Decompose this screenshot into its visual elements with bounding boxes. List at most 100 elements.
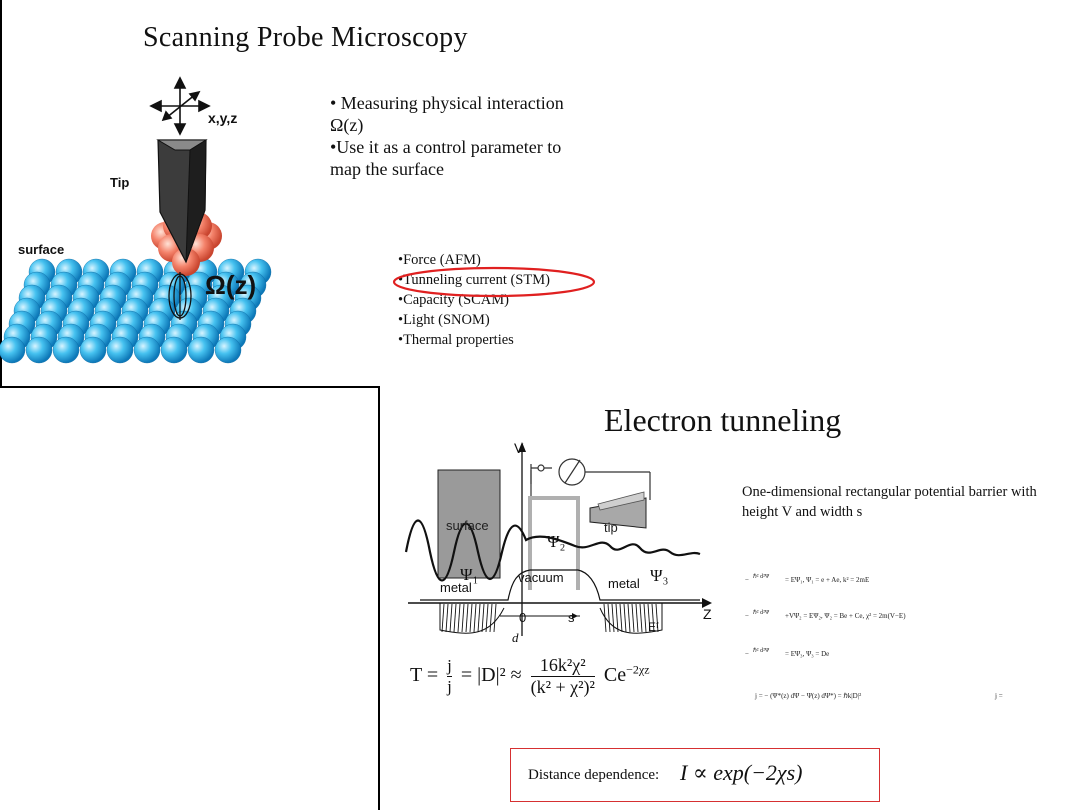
hatch-line xyxy=(631,603,635,633)
svg-text:= EΨ₁, Ψ₁ = e + Ae, k² = 2mE: = EΨ₁, Ψ₁ = e + Ae, k² = 2mE xyxy=(785,576,869,584)
hatch-line xyxy=(603,603,607,633)
eq-ratio-num: j xyxy=(447,656,452,677)
hatch-line xyxy=(623,603,627,633)
surface-atom xyxy=(160,336,188,364)
omega-label: Ω(z) xyxy=(205,270,257,300)
surface-atom xyxy=(79,336,107,364)
hatch-line xyxy=(449,603,453,633)
interaction-loops-icon xyxy=(168,272,192,320)
slide-spm: Scanning Probe Microscopy xyxy=(0,0,1080,388)
svg-text:ℏ² d²Ψ: ℏ² d²Ψ xyxy=(753,609,770,616)
psi2-label: Ψ₂ xyxy=(547,532,566,551)
surface-diagram-label: surface xyxy=(446,518,489,533)
vacuum-label: vacuum xyxy=(518,570,564,585)
xyz-axes-icon xyxy=(149,76,211,136)
hatch-line xyxy=(619,603,623,633)
svg-text:−: − xyxy=(745,650,749,658)
slide-title-tunneling: Electron tunneling xyxy=(604,402,842,438)
eq-num: 16k²χ² xyxy=(530,655,595,677)
svg-text:ℏ² d²Ψ: ℏ² d²Ψ xyxy=(753,573,770,580)
svg-text:+VΨ₂ = EΨ₂, Ψ₂ = Be + Ce, χ²: +VΨ₂ = EΨ₂, Ψ₂ = Be + Ce, χ² = 2m(V−E) xyxy=(785,612,906,620)
eq-ratio-den: j xyxy=(447,677,452,696)
z-axis-label: Z xyxy=(703,606,712,622)
measurement-bullets: • Measuring physical interaction Ω(z) •U… xyxy=(330,92,630,180)
surface-atom xyxy=(25,336,53,364)
hatch-line xyxy=(481,603,485,633)
surface-atom xyxy=(214,336,242,364)
surface-atom xyxy=(0,336,26,364)
list-item-thermal: •Thermal properties xyxy=(398,332,514,348)
eq-tail: Ce xyxy=(603,664,627,687)
barrier-description: One-dimensional rectangular potential ba… xyxy=(742,484,1037,520)
eq-lhs: T = xyxy=(410,664,439,687)
stm-highlight-ellipse xyxy=(392,266,596,298)
tip-diagram-label: tip xyxy=(604,520,618,535)
bullet-line: map the surface xyxy=(330,159,444,179)
surface-atom xyxy=(187,336,215,364)
svg-text:ℏ² d²Ψ: ℏ² d²Ψ xyxy=(753,647,770,654)
bullet-line: Ω(z) xyxy=(330,115,364,135)
distance-dependence-label: Distance dependence: xyxy=(528,767,660,783)
slide-border-left xyxy=(0,0,2,388)
psi3-label: Ψ₃ xyxy=(650,566,669,585)
zero-label: 0 xyxy=(519,610,527,625)
s-label: s xyxy=(568,610,575,625)
hatch-line xyxy=(639,603,643,633)
interaction-types-list: •Force (AFM) •Tunneling current (STM) •C… xyxy=(398,250,550,350)
svg-text:= EΨ₃, Ψ₃ = De: = EΨ₃, Ψ₃ = De xyxy=(785,650,829,658)
hatch-line xyxy=(607,603,611,633)
hatch-line xyxy=(485,603,489,633)
bullet-line: •Use it as a control parameter to xyxy=(330,137,562,157)
tip-label: Tip xyxy=(110,175,130,190)
spm-illustration xyxy=(0,76,272,364)
metal-left-label: metal xyxy=(440,580,472,595)
surface-atom xyxy=(106,336,134,364)
hatch-line xyxy=(473,603,477,633)
hatch-line xyxy=(469,603,473,633)
hatch-line xyxy=(611,603,615,633)
hatch-line xyxy=(461,603,465,633)
hatch-line xyxy=(445,603,449,633)
svg-text:−: − xyxy=(745,576,749,584)
hatch-line xyxy=(453,603,457,633)
metal-right-label: metal xyxy=(608,576,640,591)
hatch-line xyxy=(477,603,481,633)
tunneling-diagram xyxy=(404,442,712,636)
schrodinger-equations: −ℏ² d²Ψ= EΨ₁, Ψ₁ = e + Ae, k² = 2mE −ℏ² … xyxy=(745,573,1003,700)
hatch-line xyxy=(493,603,497,633)
list-item-light: •Light (SNOM) xyxy=(398,312,490,328)
hatch-line xyxy=(627,603,631,633)
hatch-line xyxy=(489,603,493,633)
surface-atom xyxy=(52,336,80,364)
d-label: d xyxy=(512,630,519,645)
psi1-label: Ψ₁ xyxy=(460,565,479,584)
hatch-line xyxy=(441,603,445,633)
distance-dependence-equation: I ∝ exp(−2χs) xyxy=(680,760,803,785)
voltage-label: V xyxy=(514,440,524,456)
hatch-line xyxy=(643,603,647,633)
list-item-tunneling: •Tunneling current (STM) xyxy=(398,272,550,288)
surface-label: surface xyxy=(18,242,65,257)
hatch-line xyxy=(457,603,461,633)
slide-title-spm: Scanning Probe Microscopy xyxy=(143,22,468,53)
tip-prism xyxy=(156,139,208,264)
hatch-line xyxy=(635,603,639,633)
hatch-line xyxy=(615,603,619,633)
hatch-line xyxy=(655,603,659,633)
bullet-line: • Measuring physical interaction xyxy=(330,93,564,113)
distance-dependence-box xyxy=(510,748,880,802)
svg-text:−: − xyxy=(745,612,749,620)
list-item-force: •Force (AFM) xyxy=(398,252,481,268)
axes-label: x,y,z xyxy=(208,110,238,126)
eq-den: (k² + χ²)² xyxy=(530,677,595,697)
hatch-line xyxy=(647,603,651,633)
surface-atom xyxy=(133,336,161,364)
surface-atoms xyxy=(0,258,272,364)
transmission-equation: T = j j = |D|² ≈ 16k²χ² (k² + χ²)² Ce−2χ… xyxy=(410,655,650,698)
fermi-label: Eᶠ xyxy=(648,620,659,634)
eq-exp: −2χz xyxy=(626,662,650,677)
slide-divider xyxy=(378,386,380,810)
svg-text:j =: j = xyxy=(994,692,1003,700)
hatch-line xyxy=(465,603,469,633)
eq-dsq: = |D|² ≈ xyxy=(460,664,522,687)
